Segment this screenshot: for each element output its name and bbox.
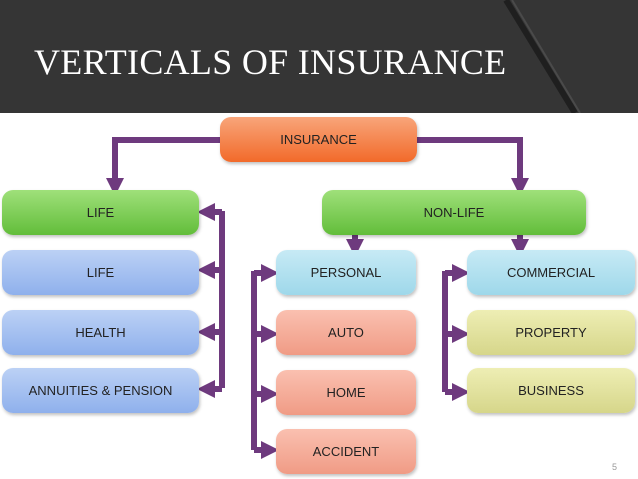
business-node: BUSINESS	[467, 368, 635, 413]
annuities-pension-node: ANNUITIES & PENSION	[2, 368, 199, 413]
nonlife-branch-node: NON-LIFE	[322, 190, 586, 235]
life-branch-node: LIFE	[2, 190, 199, 235]
property-node: PROPERTY	[467, 310, 635, 355]
slide-header: VERTICALS OF INSURANCE	[0, 0, 638, 113]
root-to-nonlife-connector	[415, 137, 529, 196]
life-child-node: LIFE	[2, 250, 199, 295]
slide-number: 5	[612, 462, 618, 472]
header-decoration	[503, 0, 581, 113]
root-to-life-connector	[106, 137, 222, 196]
insurance-hierarchy-diagram: INSURANCE LIFE NON-LIFE LIFE HEALTH ANNU…	[0, 113, 638, 479]
commercial-node: COMMERCIAL	[467, 250, 635, 295]
insurance-root-node: INSURANCE	[220, 117, 417, 162]
auto-node: AUTO	[276, 310, 416, 355]
personal-node: PERSONAL	[276, 250, 416, 295]
home-node: HOME	[276, 370, 416, 415]
slide-title: VERTICALS OF INSURANCE	[34, 42, 507, 82]
health-node: HEALTH	[2, 310, 199, 355]
connector-lines	[106, 137, 529, 459]
accident-node: ACCIDENT	[276, 429, 416, 474]
